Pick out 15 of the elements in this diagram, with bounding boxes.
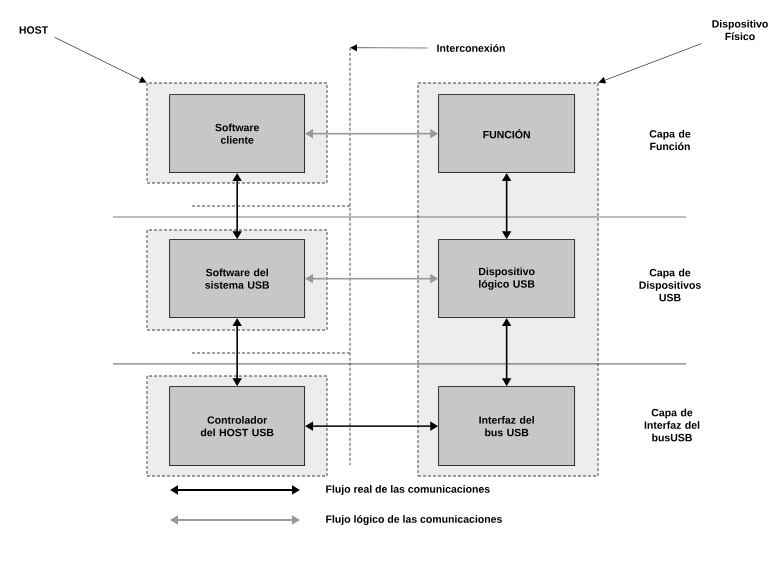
layer-box: FUNCIÓN <box>438 94 576 174</box>
leader-arrow <box>350 44 428 52</box>
layer-box: Interfaz del bus USB <box>438 386 576 466</box>
layer-label: Capa de Dispositivos USB <box>640 268 701 302</box>
legend-text: Flujo lógico de las comunicaciones <box>326 515 502 525</box>
layer-box: Controlador del HOST USB <box>169 386 306 466</box>
layer-box: Software del sistema USB <box>169 239 306 318</box>
annotation-text: Interconexión <box>437 44 505 52</box>
annotation-text: Dispositivo Físico <box>712 20 768 40</box>
legend-text: Flujo real de las comunicaciones <box>326 485 490 495</box>
layer-box: Software cliente <box>169 94 306 174</box>
layer-label: Capa de Interfaz del busUSB <box>644 408 700 442</box>
layer-label: Capa de Función <box>650 130 690 150</box>
annotation-text: HOST <box>20 26 48 34</box>
layer-box: Dispositivo lógico USB <box>438 239 576 318</box>
